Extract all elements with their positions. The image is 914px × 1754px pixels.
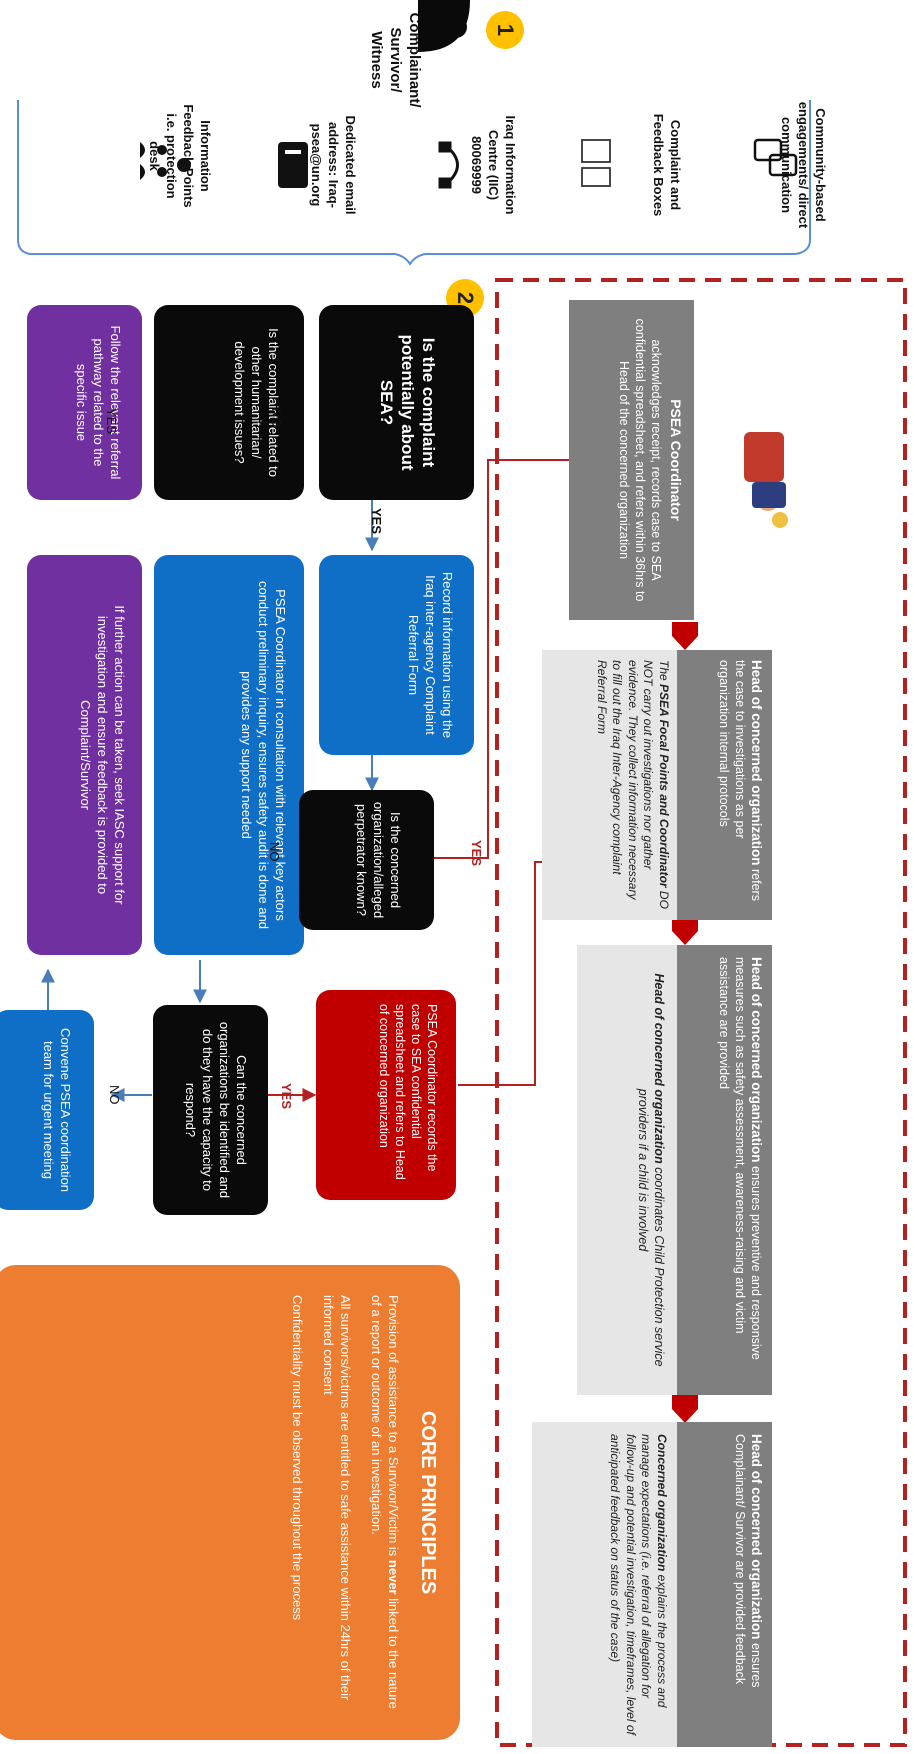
child-protection-note: Head of concerned organization coordinat… (577, 945, 677, 1395)
decision-identified-capacity: Can the concerned organizations be ident… (153, 1005, 268, 1215)
community-people-icon (140, 142, 191, 180)
decision-is-sea: Is the complaint potentially about SEA? (319, 305, 474, 500)
coordinator-illustration-icon (744, 432, 788, 528)
core-principle-2: All survivors/victims are entitled to sa… (321, 1295, 353, 1701)
mailbox-icon (278, 142, 308, 188)
psea-coordinator-title: PSEA Coordinator (668, 399, 684, 521)
record-information-box: Record information using the Iraq inter-… (319, 555, 474, 755)
head-org-preventive-box: Head of concerned organization ensures p… (677, 945, 772, 1395)
chat-bubbles-icon (753, 138, 798, 177)
channel-feedback-points: Information Feedback Points i.e. protect… (147, 104, 213, 208)
core-principles-title: CORE PRINCIPLES (417, 1410, 439, 1595)
channels-brace (17, 100, 811, 266)
psea-coordinator-box: PSEA Coordinator acknowledges receipt, r… (569, 300, 694, 620)
manage-expectations-note: Concerned organization explains the proc… (532, 1422, 677, 1747)
step-1-marker (486, 11, 524, 49)
label-no-known: NO (267, 842, 282, 862)
preliminary-inquiry-box: PSEA Coordinator in consultation with re… (154, 555, 304, 955)
follow-referral-pathway-box: Follow the relevant referral pathway rel… (27, 305, 142, 500)
head3-bold: Head of concerned organization (749, 1434, 764, 1640)
head-org-investigation-box: Head of concerned organization refers th… (677, 650, 772, 920)
head2-bold: Head of concerned organization (749, 957, 764, 1163)
complainant-label: Complainant/ Survivor/ Witness (368, 12, 423, 108)
core-principle-3: Confidentiality must be observed through… (290, 1295, 305, 1621)
channel-iic-hotline: Iraq Information Centre (IIC) 80069999 (469, 115, 518, 215)
psea-no-investigation-note: The PSEA Focal Points and Coordinator DO… (542, 650, 677, 920)
arrow-known-to-coordinator (432, 453, 607, 859)
channel-email: Dedicated email address: Iraq-psea@un.or… (309, 115, 358, 215)
label-no-identified: NO (107, 1085, 122, 1105)
label-no-sea: NO (269, 408, 284, 428)
computer-icon (581, 139, 611, 187)
complainant-person-icon (418, 0, 470, 52)
channel-community-engagement: Community-based engagements/ direct comm… (779, 101, 828, 229)
decision-perpetrator-known: Is the concerned organization/alleged pe… (299, 790, 434, 930)
head-org-feedback-box: Head of concerned organization ensures C… (677, 1422, 772, 1747)
core-principles-box: CORE PRINCIPLES Provision of assistance … (0, 1265, 460, 1740)
label-yes-known: YES (469, 840, 484, 867)
psea-records-case-box: PSEA Coordinator records the case to SEA… (316, 990, 456, 1200)
channel-complaint-boxes: Complaint and Feedback Boxes (651, 113, 683, 217)
label-yes-identified: YES (279, 1083, 294, 1110)
headset-icon (438, 141, 459, 189)
arrow-coordinator-to-head1 (672, 622, 698, 650)
core-principle-1: Provision of assistance to a Survivor/Vi… (369, 1295, 401, 1709)
head1-bold: Head of concerned organization (749, 660, 764, 866)
arrow-head1-to-head2 (672, 917, 698, 945)
arrow-head2-to-head3 (672, 1395, 698, 1423)
label-yes-other: YES (104, 408, 119, 435)
label-yes-sea: YES (369, 508, 384, 535)
decision-other-issues: Is the complaint related to other humani… (154, 305, 304, 500)
convene-team-box: Convene PSEA coordination team for urgen… (0, 1010, 94, 1210)
further-action-box: If further action can be taken, seek IAS… (27, 555, 142, 955)
psea-coordinator-text: acknowledges receipt, records case to SE… (617, 318, 663, 602)
